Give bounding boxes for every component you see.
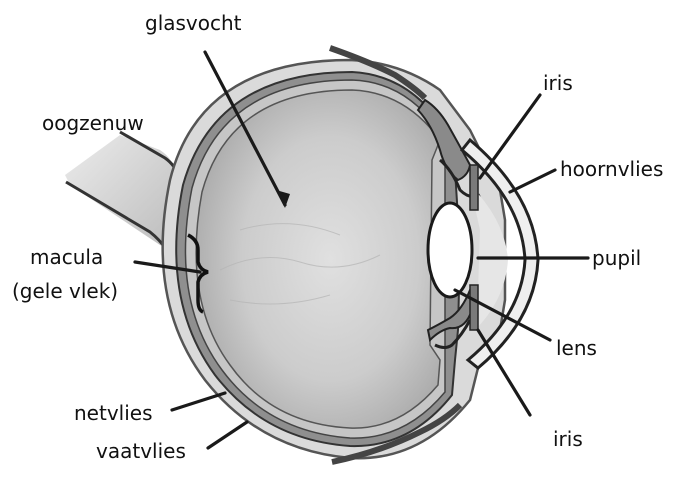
label-iris-bottom: iris <box>553 427 583 451</box>
iris-upper <box>470 165 478 210</box>
leader-hoornvlies <box>510 170 555 192</box>
label-iris-top: iris <box>543 71 573 95</box>
label-lens: lens <box>556 336 597 360</box>
leader-iris-top <box>480 95 540 178</box>
iris-lower <box>470 285 478 330</box>
label-gele-vlek: (gele vlek) <box>12 279 118 303</box>
label-hoornvlies: hoornvlies <box>560 157 663 181</box>
label-glasvocht: glasvocht <box>145 11 242 35</box>
leader-netvlies <box>172 393 225 410</box>
label-macula: macula <box>30 245 103 269</box>
leader-vaatvlies <box>208 422 247 448</box>
label-oogzenuw: oogzenuw <box>42 111 144 135</box>
label-netvlies: netvlies <box>74 401 153 425</box>
label-pupil: pupil <box>592 246 641 270</box>
label-vaatvlies: vaatvlies <box>96 439 186 463</box>
lens <box>428 203 472 297</box>
